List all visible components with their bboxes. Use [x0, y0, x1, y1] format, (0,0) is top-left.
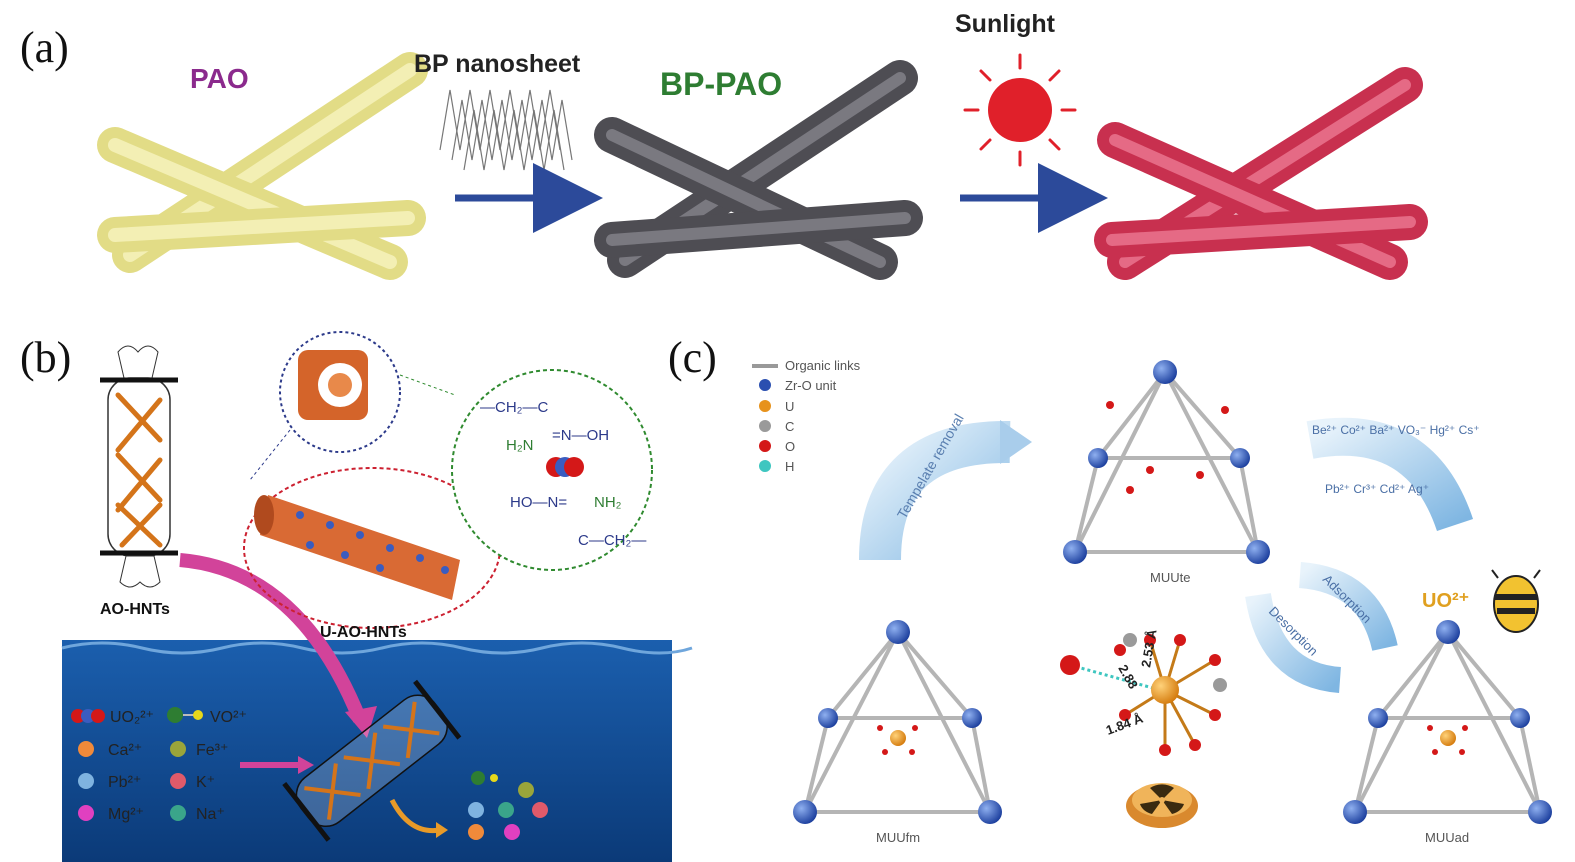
chem-n-oh-top: =N—OH: [552, 427, 609, 444]
mg-ion-icon: [78, 805, 94, 821]
uo2-label: UO²⁺: [1422, 590, 1469, 612]
u-ao-hnts-label: U-AO-HNTs: [320, 624, 407, 641]
chem-nh2: NH₂: [594, 494, 622, 511]
legend-c-zr: Zr-O unit: [785, 378, 837, 393]
legend-c-u: U: [785, 399, 794, 414]
panel-c-letter: (c): [668, 333, 717, 382]
muu-te-label: MUUte: [1150, 570, 1190, 585]
legend-b-uo2: UO₂²⁺: [110, 709, 154, 726]
halloysite-tube-section: [298, 350, 368, 420]
legend-c-o: O: [785, 439, 795, 454]
ao-hnts-label: AO-HNTs: [100, 601, 170, 618]
na-ion-icon: [170, 805, 186, 821]
muu-ad-structure: [1353, 630, 1542, 814]
orange-arrow-out: [389, 798, 441, 834]
muu-te-structure: [1073, 370, 1260, 554]
u-atom-icon: [759, 400, 771, 412]
bp-nanosheet-icon: [439, 89, 573, 171]
legend-b-mg: Mg²⁺: [108, 806, 144, 823]
panel-b-letter: (b): [20, 333, 71, 382]
legend-c: Organic links Zr-O unit U C O H: [752, 358, 861, 474]
legend-b-pb: Pb²⁺: [108, 774, 141, 791]
chem-h2n: H₂N: [506, 437, 534, 454]
bee-mascot-icon: [1491, 569, 1541, 633]
template-removal-arrow: [859, 420, 1011, 561]
vanadyl-icon: [167, 707, 203, 723]
bp-pao-rods: [594, 60, 923, 280]
muu-ad-nodes: [1343, 620, 1552, 824]
sun-icon: [963, 53, 1077, 167]
h-atom-icon: [759, 460, 771, 472]
panel-c: (c) Organic links Zr-O unit U C O H: [668, 333, 1552, 845]
chem-ch2-top: —CH₂—C: [480, 399, 548, 416]
sunlight-label: Sunlight: [955, 10, 1056, 38]
bp-pao-label: BP-PAO: [660, 66, 782, 102]
pao-rods: [97, 52, 428, 280]
ions-line-2: Pb²⁺ Cr³⁺ Cd²⁺ Ag⁺: [1325, 482, 1429, 496]
amidoxime-chelate: —CH₂—C =N—OH H₂N HO—N= NH₂ C—CH₂—: [480, 399, 646, 549]
adsorption-arrow: [1298, 562, 1398, 652]
k-ion-icon: [170, 773, 186, 789]
muu-fm-label: MUUfm: [876, 830, 920, 845]
o-atom-icon: [759, 440, 771, 452]
ca-ion-icon: [78, 741, 94, 757]
submerged-capsule: [282, 679, 462, 842]
panel-a-letter: (a): [20, 23, 69, 72]
u-ao-hnts-tube: [254, 495, 460, 600]
pao-label: PAO: [190, 63, 249, 94]
c-atom-icon: [759, 420, 771, 432]
muu-ad-label: MUUad: [1425, 830, 1469, 845]
legend-b-na: Na⁺: [196, 806, 225, 823]
chem-ho-n: HO—N=: [510, 494, 567, 511]
irradiated-rods: [1094, 67, 1428, 280]
pink-arrow-down: [179, 553, 367, 723]
bp-nanosheet-label: BP nanosheet: [414, 50, 581, 78]
desorption-arrow: [1245, 592, 1342, 693]
panel-a: (a) PAO BP nanosheet BP-PAO: [20, 10, 1428, 280]
legend-b-ca: Ca²⁺: [108, 742, 142, 759]
zr-o-icon: [759, 379, 771, 391]
panel-b: (b) AO-HNTs: [20, 331, 693, 862]
legend-c-h: H: [785, 459, 794, 474]
legend-b-k: K⁺: [196, 774, 215, 791]
muu-fm-nodes: [793, 620, 1002, 824]
legend-c-organic: Organic links: [785, 358, 861, 373]
chem-c-ch2-bottom: C—CH₂—: [578, 532, 646, 549]
distance-253: 2.53 Å: [1138, 628, 1160, 669]
released-ions: [468, 771, 548, 840]
competing-ions-arrow: [1306, 417, 1474, 532]
radiation-symbol-icon: [1126, 783, 1198, 828]
seawater-background: [62, 640, 672, 862]
ion-legend-b: UO₂²⁺ VO²⁺ Ca²⁺ Fe³⁺ Pb²⁺ K⁺ Mg²⁺ Na⁺: [71, 707, 247, 823]
legend-b-vo: VO²⁺: [210, 709, 247, 726]
uranyl-icon: [71, 709, 105, 723]
ions-line-1: Be²⁺ Co²⁺ Ba²⁺ VO₃⁻ Hg²⁺ Cs⁺: [1312, 423, 1480, 437]
muu-fm-structure: [803, 630, 992, 814]
uranyl-coordination: [1060, 633, 1227, 756]
legend-b-fe: Fe³⁺: [196, 742, 228, 759]
fe-ion-icon: [170, 741, 186, 757]
ao-hnts-capsule: [100, 345, 178, 588]
legend-c-c: C: [785, 419, 794, 434]
muu-te-nodes: [1063, 360, 1270, 564]
pb-ion-icon: [78, 773, 94, 789]
